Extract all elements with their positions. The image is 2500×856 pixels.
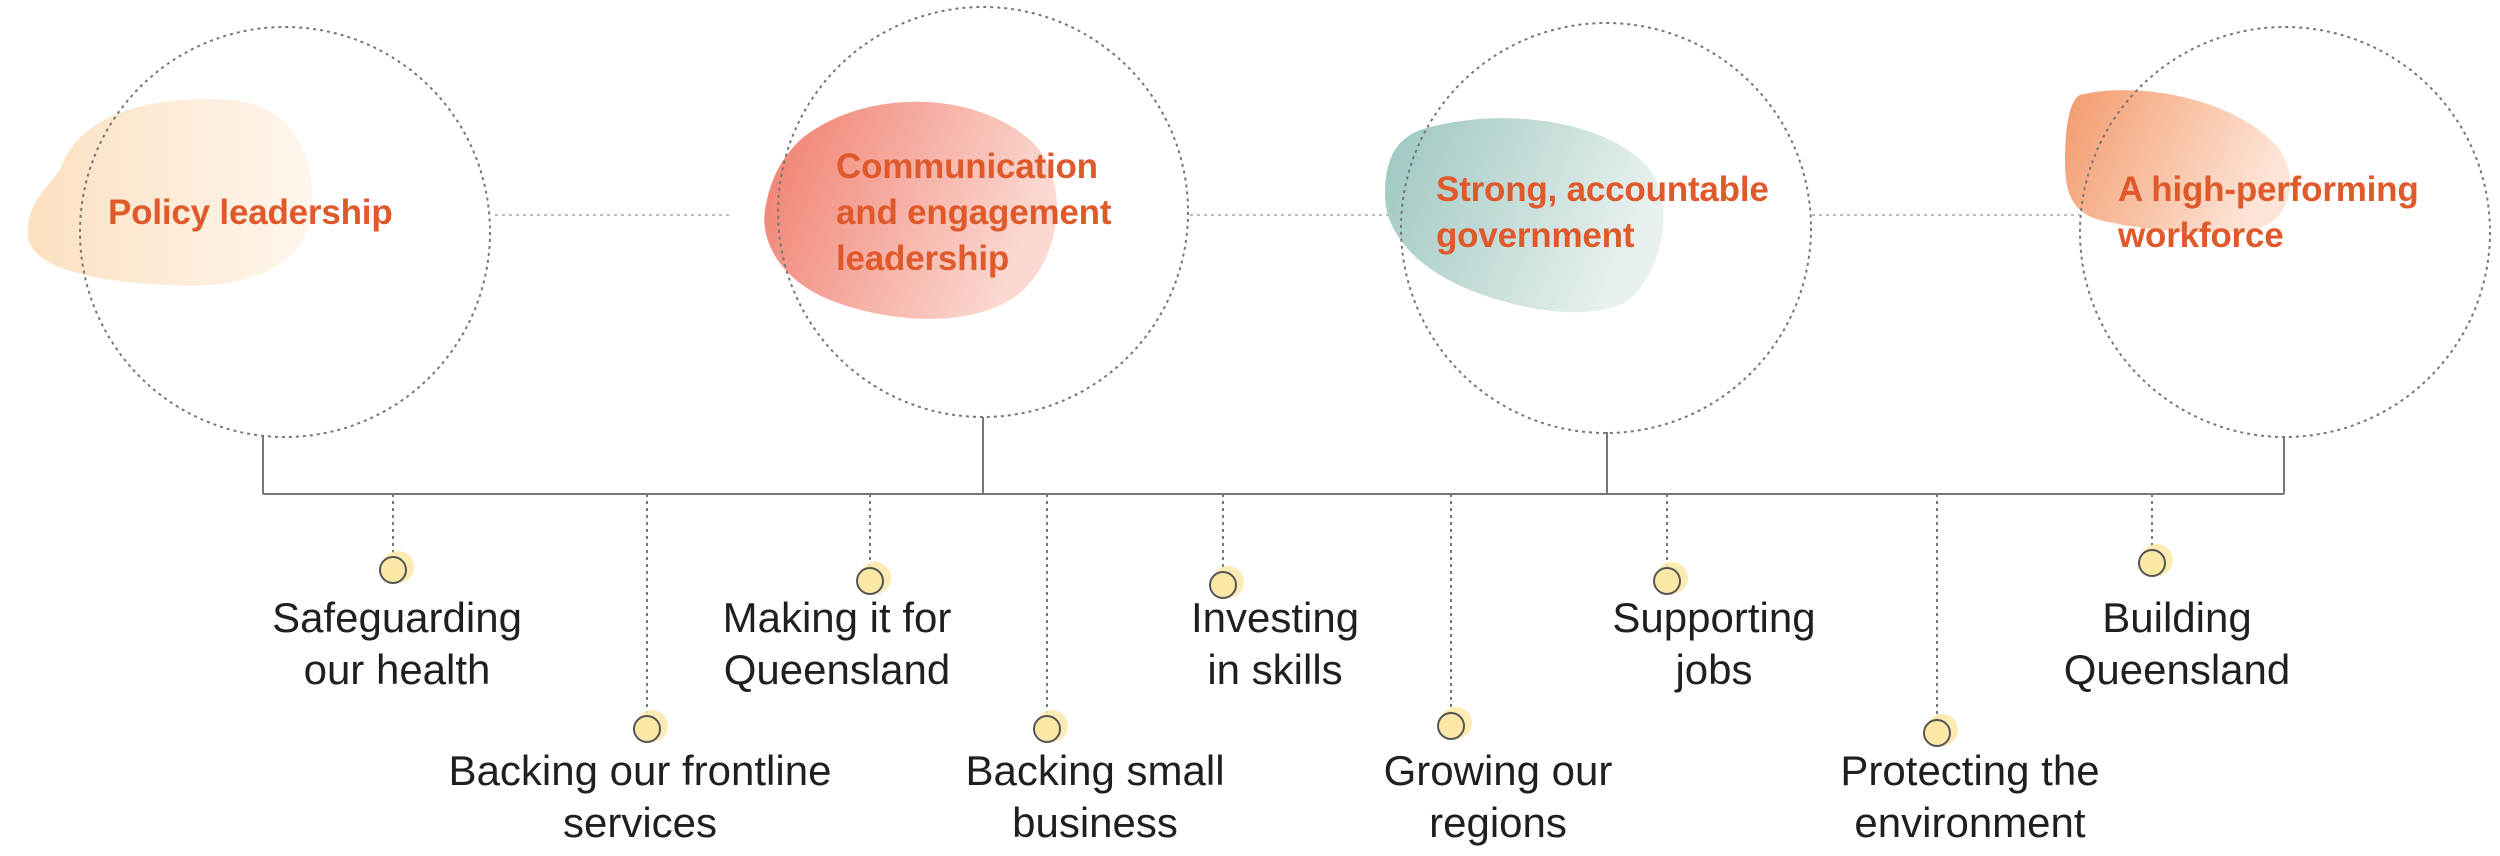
objective-label-investing-skills: Investing in skills [1190, 594, 1360, 693]
objective-label-safeguarding-health: Safeguarding our health [272, 594, 522, 693]
objective-label-growing-regions: Growing our regions [1383, 747, 1613, 846]
objective-label-building-queensland: Building Queensland [2063, 594, 2291, 693]
objective-dot-6 [1653, 567, 1681, 595]
focus-circle-1 [777, 6, 1189, 418]
objective-label-making-it-for-queensland: Making it for Queensland [722, 594, 952, 693]
objective-dot-0 [379, 556, 407, 584]
focus-circle-2 [1400, 22, 1812, 434]
blob-policy-leadership [27, 99, 313, 286]
focus-title-communication: Communication and engagement leadership [836, 147, 1112, 278]
objective-dot-5 [1437, 712, 1465, 740]
objective-label-small-business: Backing small business [965, 747, 1225, 846]
objective-dot-7 [1923, 719, 1951, 747]
objective-label-protecting-environment: Protecting the environment [1840, 747, 2100, 846]
blob-high-performing [2065, 90, 2290, 233]
focus-title-policy-leadership: Policy leadership [108, 193, 393, 232]
objective-dot-2 [856, 567, 884, 595]
objective-label-supporting-jobs: Supporting jobs [1612, 594, 1816, 693]
focus-circle-3 [2079, 26, 2491, 438]
objective-dot-4 [1209, 571, 1237, 599]
objective-dot-1 [633, 715, 661, 743]
blob-communication [764, 101, 1057, 319]
objective-label-frontline-services: Backing our frontline services [448, 747, 832, 846]
focus-title-high-performing: A high-performing workforce [2118, 170, 2419, 255]
blob-strong-government [1385, 118, 1664, 313]
objective-dot-3 [1033, 715, 1061, 743]
objective-dot-8 [2138, 549, 2166, 577]
focus-title-strong-government: Strong, accountable government [1436, 170, 1769, 255]
focus-circle-0 [79, 26, 491, 438]
